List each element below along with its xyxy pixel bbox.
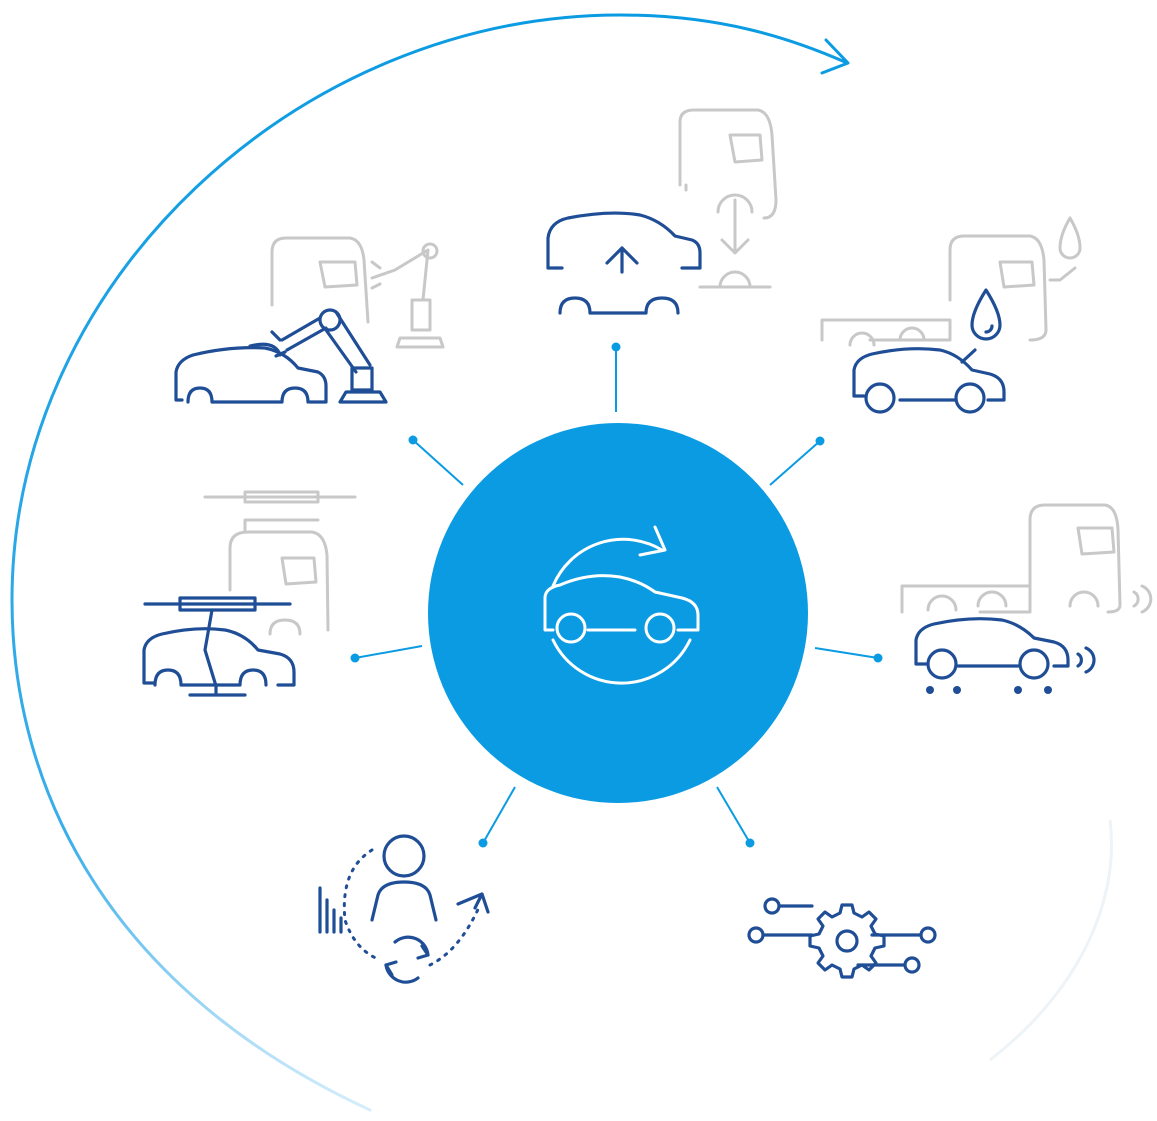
connector-top-left (412, 439, 464, 486)
gear-network-icon (747, 897, 937, 979)
car-body-hanger-icon (142, 490, 357, 697)
connector-dot-bottom-left (478, 838, 488, 848)
connector-top-right (769, 440, 821, 486)
connectors (350, 342, 883, 848)
car-lift-icon (546, 108, 778, 315)
connector-dot-top (611, 342, 621, 352)
faint-arc (989, 819, 1113, 1062)
car-fluid-drop-icon (820, 216, 1082, 414)
person-cycle-icon (318, 834, 490, 984)
connector-left (354, 645, 423, 659)
connector-bottom-left (482, 786, 516, 844)
robot-arm-car-icon (174, 236, 445, 404)
connector-dot-top-left (408, 435, 418, 445)
connector-dot-right (873, 653, 883, 663)
car-cycle-icon (543, 525, 700, 685)
arc-arrow-icon (820, 38, 850, 75)
connector-dot-bottom-right (745, 838, 755, 848)
outer-arc (10, 13, 850, 1112)
connector-dot-left (350, 653, 360, 663)
connector-right (814, 647, 879, 659)
center-hub (428, 423, 808, 803)
car-signal-test-icon (900, 503, 1153, 694)
connector-bottom-right (716, 786, 751, 844)
connector-dot-top-right (815, 436, 825, 446)
